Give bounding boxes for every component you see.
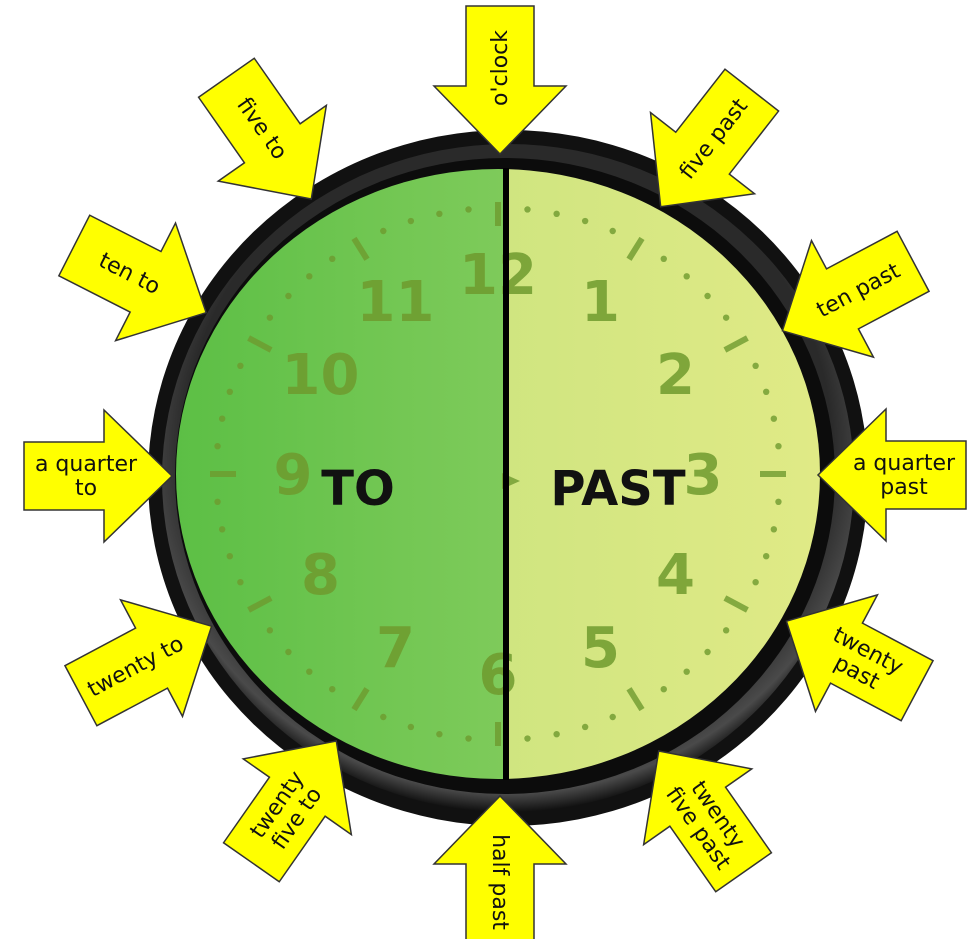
hour-number: 7 — [376, 616, 415, 681]
minute-dot — [553, 211, 559, 217]
hour-number: 9 — [274, 443, 313, 508]
minute-dot — [267, 314, 273, 320]
minute-dot — [237, 363, 243, 369]
minute-dot — [214, 499, 220, 505]
minute-dot — [524, 206, 530, 212]
minute-dot — [267, 627, 273, 633]
minute-dot — [771, 415, 777, 421]
hour-number: 3 — [684, 443, 723, 508]
minute-dot — [704, 293, 710, 299]
hour-number: 12 — [459, 243, 537, 308]
hour-number: 6 — [479, 643, 518, 708]
minute-dot — [553, 731, 559, 737]
minute-dot — [227, 389, 233, 395]
minute-dot — [380, 714, 386, 720]
minute-dot — [704, 649, 710, 655]
time-arrow: o'clock — [434, 6, 566, 154]
minute-dot — [582, 724, 588, 730]
past-label: PAST — [550, 461, 685, 517]
minute-dot — [329, 256, 335, 262]
minute-dot — [771, 526, 777, 532]
minute-dot — [465, 735, 471, 741]
arrow-label-line: past — [880, 475, 928, 500]
hour-number: 2 — [656, 343, 695, 408]
minute-dot — [723, 627, 729, 633]
minute-dot — [775, 499, 781, 505]
minute-dot — [380, 228, 386, 234]
minute-dot — [524, 735, 530, 741]
minute-dot — [306, 668, 312, 674]
minute-dot — [436, 211, 442, 217]
hour-number: 1 — [581, 270, 620, 335]
minute-dot — [775, 443, 781, 449]
minute-dot — [582, 218, 588, 224]
minute-dot — [763, 389, 769, 395]
minute-dot — [227, 553, 233, 559]
arrow-label-line: a quarter — [35, 452, 138, 477]
minute-dot — [408, 724, 414, 730]
arrow-label-line: half past — [487, 834, 512, 930]
arrow-label-line: o'clock — [488, 30, 513, 106]
arrow-label-line: a quarter — [853, 451, 956, 476]
hour-number: 10 — [281, 343, 359, 408]
minute-dot — [752, 363, 758, 369]
minute-dot — [661, 686, 667, 692]
hour-number: 11 — [357, 270, 435, 335]
minute-dot — [609, 714, 615, 720]
arrow-label: o'clock — [488, 30, 513, 106]
minute-dot — [285, 293, 291, 299]
hour-number: 5 — [581, 616, 620, 681]
to-label: TO — [321, 461, 395, 517]
minute-dot — [436, 731, 442, 737]
minute-dot — [752, 579, 758, 585]
minute-dot — [465, 206, 471, 212]
minute-dot — [763, 553, 769, 559]
minute-dot — [723, 314, 729, 320]
minute-dot — [408, 218, 414, 224]
minute-dot — [683, 273, 689, 279]
arrow-label-line: to — [75, 476, 97, 501]
minute-dot — [609, 228, 615, 234]
arrow-label: half past — [487, 834, 512, 930]
minute-dot — [661, 256, 667, 262]
minute-dot — [285, 649, 291, 655]
minute-dot — [683, 668, 689, 674]
minute-dot — [237, 579, 243, 585]
hour-number: 8 — [301, 543, 340, 608]
hour-number: 4 — [656, 543, 695, 608]
minute-dot — [219, 526, 225, 532]
minute-dot — [329, 686, 335, 692]
minute-dot — [306, 273, 312, 279]
minute-dot — [214, 443, 220, 449]
minute-dot — [219, 415, 225, 421]
